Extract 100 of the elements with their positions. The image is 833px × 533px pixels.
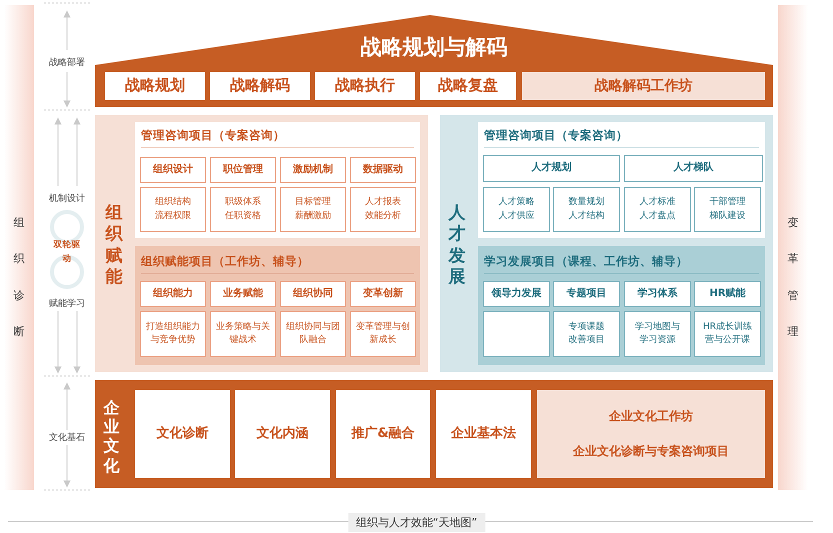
section-title: 管理咨询项目（专案咨询） xyxy=(141,128,414,148)
culture-box xyxy=(336,390,430,478)
box-text: 职位管理 xyxy=(223,162,263,177)
box-text: 组织协同 xyxy=(293,286,333,301)
box-text: 打造组织能力与竞争优势 xyxy=(145,320,201,347)
section-title: 管理咨询项目（专案咨询） xyxy=(484,128,759,148)
topic-box xyxy=(280,281,346,307)
box-text: 数量规划人才结构 xyxy=(568,196,605,222)
stage-box xyxy=(315,72,415,100)
box-text: 人才规划 xyxy=(532,161,572,176)
box-text: 学习地图与学习资源 xyxy=(634,320,680,347)
box-text: 推广&融合 xyxy=(351,424,415,443)
topic-box xyxy=(140,157,206,183)
box-text: 人才报表效能分析 xyxy=(364,196,402,222)
detail-box xyxy=(624,311,691,357)
caption: 组织与人才效能“天地图” xyxy=(348,513,486,532)
culture-box xyxy=(135,390,230,478)
detail-box xyxy=(280,187,346,232)
side-band xyxy=(778,5,808,490)
detail-box xyxy=(624,187,691,232)
stage-box xyxy=(210,72,310,100)
detail-box xyxy=(483,311,550,357)
detail-box xyxy=(140,187,206,232)
box-text: 企业文化工作坊 xyxy=(609,408,693,425)
culture-box xyxy=(436,390,531,478)
topic-box xyxy=(694,281,761,307)
detail-box xyxy=(553,311,620,357)
detail-box xyxy=(350,311,416,357)
detail-box xyxy=(210,187,276,232)
box-text: 目标管理薪酬激励 xyxy=(294,196,332,222)
box-text: 战略解码工作坊 xyxy=(594,76,692,96)
box-text: 组织设计 xyxy=(153,162,193,177)
topic-box xyxy=(350,157,416,183)
project-panel xyxy=(478,122,765,238)
box-text: 专项课题改善项目 xyxy=(568,320,605,347)
section-title: 人才发展 xyxy=(448,203,466,288)
workshop-box xyxy=(537,390,765,478)
topic-box xyxy=(483,281,550,307)
box-text: HR赋能 xyxy=(709,286,746,301)
workshop-box xyxy=(522,72,765,100)
section-title: 企业文化 xyxy=(103,398,120,475)
topic-box xyxy=(140,281,206,307)
section-panel xyxy=(95,115,428,372)
box-text: 战略复盘 xyxy=(438,75,498,96)
section-title: 组织赋能项目（工作坊、辅导） xyxy=(141,254,414,274)
detail-box xyxy=(140,311,206,357)
ring-label: 双轮驱动 xyxy=(52,238,82,266)
box-text: 数据驱动 xyxy=(363,162,403,177)
box-text: 变革创新 xyxy=(363,286,403,301)
box-text: 文化诊断 xyxy=(156,424,208,443)
box-text: 战略执行 xyxy=(335,75,395,96)
box-text: 领导力发展 xyxy=(492,286,542,301)
box-text: 战略解码 xyxy=(230,75,290,96)
detail-box xyxy=(553,187,620,232)
detail-box xyxy=(694,311,761,357)
box-text: 人才策略人才供应 xyxy=(498,196,535,222)
detail-box xyxy=(210,311,276,357)
side-band xyxy=(4,5,34,490)
topic-box xyxy=(624,155,763,182)
box-text: 干部管理梯队建设 xyxy=(709,196,746,222)
section-panel xyxy=(440,115,773,372)
box-text: 激励机制 xyxy=(293,162,333,177)
project-panel xyxy=(135,122,420,238)
section-title: 变革管理 xyxy=(787,215,799,340)
project-panel xyxy=(478,246,765,365)
topic-box xyxy=(280,157,346,183)
box-text: 组织协同与团队融合 xyxy=(285,320,341,347)
box-text: HR成长训练营与公开课 xyxy=(702,320,754,347)
box-text: 企业文化诊断与专案咨询项目 xyxy=(573,442,729,460)
stage-box xyxy=(420,72,516,100)
detail-box xyxy=(694,187,761,232)
foundation-band xyxy=(95,380,773,488)
box-text: 变革管理与创新成长 xyxy=(355,320,411,347)
detail-box xyxy=(483,187,550,232)
box-text: 战略规划 xyxy=(125,75,185,96)
box-text: 职级体系任职资格 xyxy=(224,196,262,222)
box-text: 人才梯队 xyxy=(674,161,714,176)
culture-box xyxy=(235,390,330,478)
project-panel xyxy=(135,246,420,365)
box-text: 业务策略与关键战术 xyxy=(215,320,271,347)
stage-box xyxy=(105,72,205,100)
box-text: 文化内涵 xyxy=(256,424,308,443)
box-text: 人才标准人才盘点 xyxy=(639,196,676,222)
topic-box xyxy=(210,157,276,183)
topic-box xyxy=(210,281,276,307)
box-text: 学习体系 xyxy=(638,286,678,301)
detail-box xyxy=(280,311,346,357)
box-text: 组织结构流程权限 xyxy=(154,196,192,222)
topic-box xyxy=(350,281,416,307)
topic-box xyxy=(483,155,620,182)
box-text: 业务赋能 xyxy=(223,286,263,301)
topic-box xyxy=(553,281,620,307)
section-title: 学习发展项目（课程、工作坊、辅导） xyxy=(484,254,759,274)
topic-box xyxy=(624,281,691,307)
box-text: 企业基本法 xyxy=(451,424,516,443)
roof-banner xyxy=(95,15,773,107)
section-title: 组织诊断 xyxy=(13,215,25,340)
banner-title: 战略规划与解码 xyxy=(360,34,508,61)
detail-box xyxy=(350,187,416,232)
section-title: 组织赋能 xyxy=(105,203,123,288)
